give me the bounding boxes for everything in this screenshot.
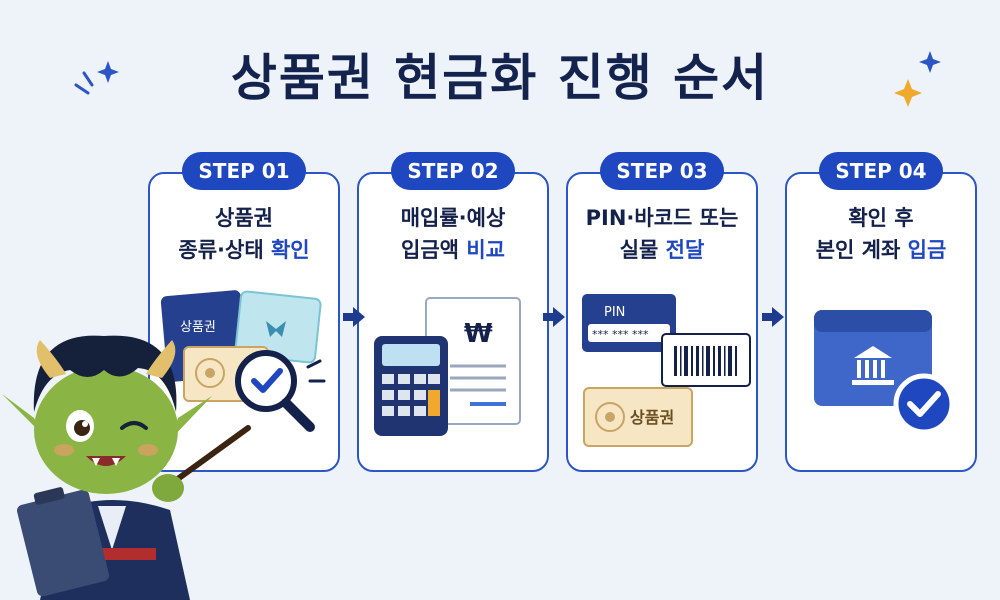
pin-barcode-illustration: PIN *** *** *** 상품권 (582, 294, 751, 447)
mascot-ear-right (170, 396, 212, 440)
mascot-head (34, 366, 178, 494)
magnifier-icon (235, 350, 297, 412)
mascot-horn-left (36, 340, 66, 378)
step-badge-2: STEP 02 (391, 152, 515, 190)
ribbon-icon (266, 321, 286, 337)
page-title: 상품권 현금화 진행 순서 (230, 49, 770, 107)
step-badge-4: STEP 04 (819, 152, 943, 190)
pin-label: PIN (604, 305, 625, 320)
sparkle-left-icon (74, 61, 119, 95)
step-1-highlight: 확인 (270, 238, 310, 262)
step-text-4: 확인 후 본인 계좌 입금 (787, 202, 975, 266)
step-text-2: 매입률·예상 입금액 비교 (359, 202, 547, 266)
step-4-line1: 확인 후 (848, 206, 914, 230)
arrow-right-icon (543, 307, 565, 327)
step-text-1: 상품권 종류·상태 확인 (150, 202, 338, 266)
step-4-highlight: 입금 (907, 238, 947, 262)
step-text-3: PIN·바코드 또는 실물 전달 (568, 202, 756, 266)
mascot-horn-right (146, 340, 176, 378)
voucher-label: 상품권 (630, 408, 674, 427)
arrow-right-icon (343, 307, 365, 327)
check-circle-icon (893, 373, 955, 435)
step-3-highlight: 전달 (665, 238, 705, 262)
step-badge-1: STEP 01 (182, 152, 306, 190)
arrow-right-icon (762, 307, 784, 327)
sparkle-right-icon (894, 51, 941, 107)
calculator-document-illustration: ₩ (374, 297, 521, 436)
clipboard-icon (17, 489, 109, 597)
mascot-hair (33, 335, 177, 412)
step-4-line2: 본인 계좌 (815, 238, 908, 262)
goblin-mascot (2, 335, 251, 600)
step-1-line1: 상품권 (215, 206, 273, 230)
mascot-ear-left (2, 394, 44, 436)
step-1-line2: 종류·상태 (178, 238, 271, 262)
bank-icon (852, 346, 894, 385)
step-badge-3: STEP 03 (600, 152, 724, 190)
voucher-inspection-illustration: 상품권 (160, 290, 326, 432)
pin-mask: *** *** *** (592, 328, 649, 341)
voucher-card-label: 상품권 (180, 320, 216, 335)
bank-deposit-illustration (814, 310, 955, 435)
flower-seal-icon (595, 402, 625, 432)
pointer-stick (165, 425, 251, 489)
barcode-icon (674, 346, 737, 376)
step-3-line2: 실물 (619, 238, 666, 262)
step-3-line1: PIN·바코드 또는 (585, 206, 739, 230)
step-2-line2: 입금액 (401, 238, 467, 262)
won-symbol: ₩ (464, 319, 493, 349)
mascot-hand (152, 474, 184, 502)
step-2-line1: 매입률·예상 (400, 206, 506, 230)
flower-seal-icon (195, 358, 225, 388)
step-2-highlight: 비교 (466, 238, 505, 262)
